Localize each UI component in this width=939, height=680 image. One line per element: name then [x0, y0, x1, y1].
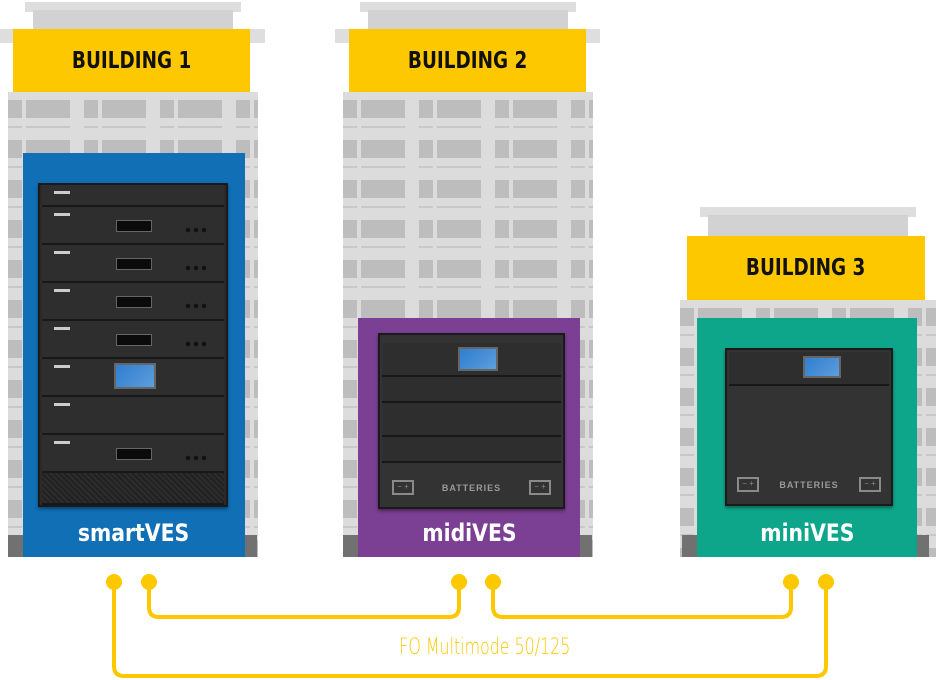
battery-icon: − + — [859, 477, 881, 492]
rack-unit — [382, 437, 561, 463]
building-base — [343, 535, 358, 557]
building-label: BUILDING 3 — [687, 236, 925, 300]
connector-dot — [818, 574, 834, 590]
roof — [25, 2, 241, 12]
building-base — [682, 535, 697, 557]
cable-building2-building3 — [491, 582, 793, 619]
batteries-label: BATTERIES — [779, 480, 839, 490]
midives-panel: − + − + BATTERIES midiVES — [358, 318, 580, 557]
connector-dot — [451, 574, 467, 590]
minives-rack: − + − + BATTERIES — [725, 348, 893, 506]
rack-unit — [42, 185, 224, 207]
battery-icon: − + — [392, 480, 414, 495]
batteries-label: BATTERIES — [441, 483, 502, 493]
connector-dot — [485, 574, 501, 590]
system-name: midiVES — [421, 519, 517, 547]
roof — [360, 2, 576, 12]
rack-unit — [42, 435, 224, 473]
building-label: BUILDING 2 — [349, 29, 586, 92]
midives-rack: − + − + BATTERIES — [378, 333, 565, 509]
roof — [708, 215, 908, 237]
building-label-text: BUILDING 2 — [407, 47, 528, 74]
cable-building1-building2 — [147, 582, 461, 619]
rack-unit — [42, 321, 224, 359]
battery-icon: − + — [737, 477, 759, 492]
building-base — [580, 535, 592, 557]
roof — [700, 207, 916, 217]
smartves-rack — [38, 183, 228, 507]
rack-unit — [42, 283, 224, 321]
building-base — [245, 535, 257, 557]
roof — [368, 10, 568, 30]
rack-unit — [382, 377, 561, 403]
cable-label: FO Multimode 50/125 — [399, 635, 571, 660]
building-base — [8, 535, 23, 557]
building-label-text: BUILDING 3 — [746, 255, 866, 281]
rack-unit — [42, 245, 224, 283]
controller-unit — [42, 359, 224, 397]
lcd-screen — [114, 363, 156, 389]
rack-unit — [42, 397, 224, 435]
building-base — [917, 535, 929, 557]
system-name: miniVES — [759, 519, 855, 547]
system-name: smartVES — [78, 519, 190, 547]
rack-unit — [382, 403, 561, 437]
connector-dot — [106, 574, 122, 590]
battery-icon: − + — [529, 480, 551, 495]
vent-panel — [42, 473, 224, 505]
minives-panel: − + − + BATTERIES miniVES — [697, 318, 917, 557]
connector-dot — [783, 574, 799, 590]
roof — [33, 10, 233, 30]
controller-unit — [729, 352, 889, 386]
cable-building1-building3 — [112, 582, 828, 678]
building-label: BUILDING 1 — [13, 29, 250, 92]
building-label-text: BUILDING 1 — [71, 47, 192, 74]
smartves-panel: smartVES — [23, 153, 245, 557]
controller-unit — [382, 343, 561, 377]
rack-unit — [42, 207, 224, 245]
connector-dot — [141, 574, 157, 590]
